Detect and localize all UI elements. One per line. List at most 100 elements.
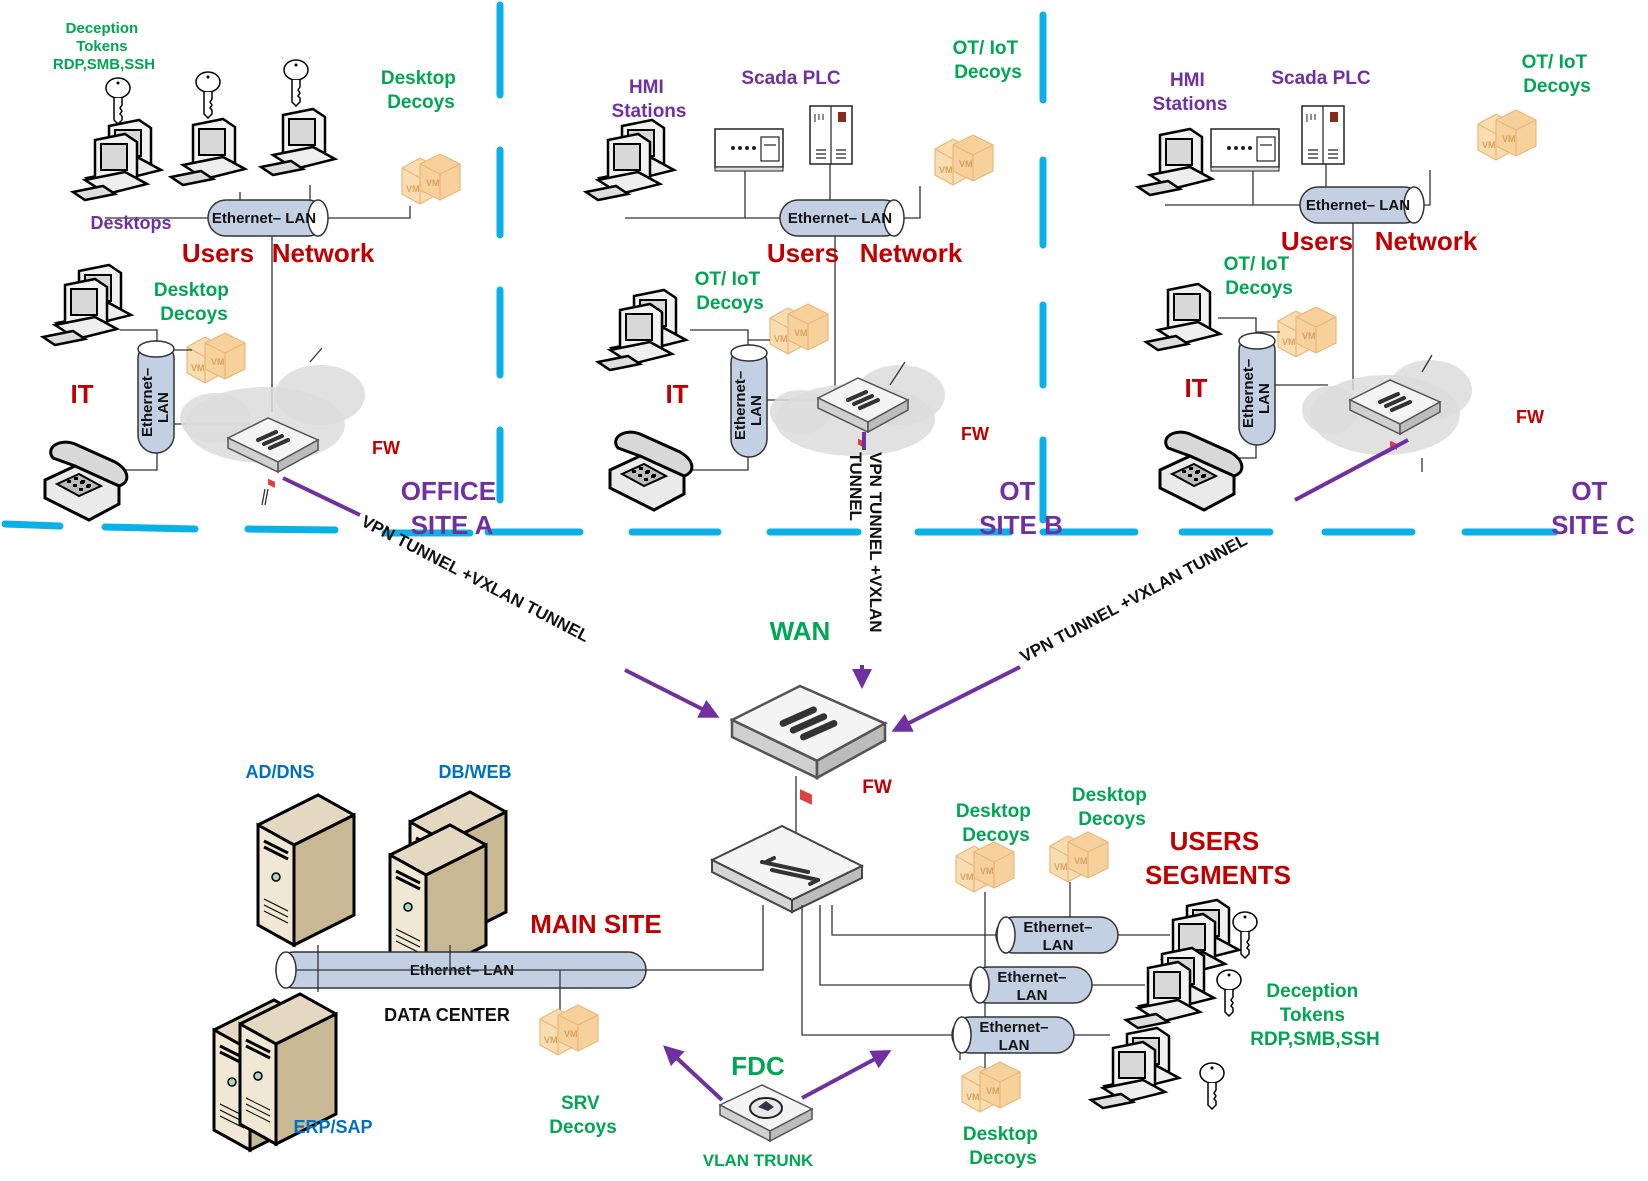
vm-decoy-icon[interactable] — [961, 1061, 1021, 1113]
core-switch-icon[interactable] — [710, 824, 864, 914]
tunnel-b-label: VPN TUNNEL +VXLAN TUNNEL — [846, 452, 885, 637]
phone-icon[interactable] — [608, 430, 694, 512]
vm-decoy-icon[interactable] — [1477, 109, 1537, 161]
users-segments-title: USERS SEGMENTS — [1145, 826, 1291, 890]
desktops-label: Desktops — [90, 213, 171, 233]
tunnel-c-label: VPN TUNNEL +VXLAN TUNNEL — [1017, 530, 1250, 666]
phone-icon[interactable] — [43, 440, 129, 522]
site-a-name: OFFICE SITE A — [401, 476, 504, 540]
site-c-ot-decoys-it: OT/ IoT Decoys — [1224, 254, 1295, 299]
main-fw-label: FW — [862, 777, 892, 798]
ot-site-b: HMI Stations Scada PLC OT/ IoT Decoys Et… — [586, 38, 1063, 540]
tunnel-a-line — [282, 476, 361, 517]
hmi-station-icon[interactable] — [586, 120, 674, 200]
tunnel-c-line — [1294, 438, 1409, 502]
data-center-label: DATA CENTER — [384, 1005, 510, 1025]
fdc-appliance-icon[interactable] — [719, 1084, 813, 1142]
fdc-label: FDC — [731, 1051, 785, 1081]
ad-dns-label: AD/DNS — [245, 762, 314, 782]
ethernet-lan-vertical-pipe: Ethernet– LAN — [137, 340, 175, 454]
desktop-pc-icon[interactable] — [73, 120, 161, 200]
main-tokens-label: Deception Tokens RDP,SMB,SSH — [1250, 981, 1380, 1050]
desktop-pc-icon[interactable] — [259, 107, 337, 177]
user-desktop-icon[interactable] — [1091, 1028, 1179, 1108]
key-icon — [1216, 969, 1242, 1017]
scada-label: Scada PLC — [741, 68, 841, 89]
lan-label: Ethernet– LAN — [788, 210, 892, 227]
segment-lan-pipe-1: Ethernet– LAN — [995, 916, 1119, 954]
desktop-pc-icon[interactable] — [169, 117, 247, 187]
vm-decoy-icon[interactable] — [186, 332, 246, 384]
plc-rack-icon[interactable] — [1301, 105, 1345, 165]
it-desktop-icon[interactable] — [43, 265, 131, 345]
fdc-arrow-left — [663, 1045, 724, 1102]
site-a-desktop-decoys-it: Desktop Decoys — [154, 280, 234, 325]
main-site-title: MAIN SITE — [530, 909, 661, 939]
hmi-station-icon[interactable] — [1136, 127, 1214, 197]
site-a-tokens-label: Deception Tokens RDP,SMB,SSH — [53, 20, 155, 73]
site-b-name: OT SITE B — [979, 476, 1063, 540]
site-a-desktop-decoys-top: Desktop Decoys — [381, 68, 461, 113]
plc-device-icon[interactable] — [714, 128, 784, 172]
segment-lan-label: Ethernet– LAN — [1023, 919, 1096, 954]
ethernet-lan-vertical-pipe: Ethernet– LAN — [1238, 332, 1276, 446]
desktop-decoys-3: Desktop Decoys — [963, 1124, 1043, 1169]
tunnel-c-arrow — [891, 665, 1021, 732]
network-label: Network — [1375, 226, 1478, 256]
users-label: Users — [182, 238, 254, 268]
srv-vm-decoy-icon[interactable] — [539, 1004, 599, 1056]
db-web-label: DB/WEB — [439, 762, 512, 782]
office-site-a: Deception Tokens RDP,SMB,SSH Desktop Dec… — [43, 20, 504, 540]
desktop-decoys-2: Desktop Decoys — [1072, 785, 1152, 830]
vlan-trunk-label: VLAN TRUNK — [703, 1151, 814, 1170]
users-label: Users — [1281, 226, 1353, 256]
network-label: Network — [860, 238, 963, 268]
it-desktop-icon[interactable] — [598, 290, 686, 370]
plc-device-icon[interactable] — [1210, 128, 1280, 172]
key-icon — [105, 77, 131, 125]
segment-lan-pipe-2: Ethernet– LAN — [969, 966, 1093, 1004]
it-desktop-icon[interactable] — [1144, 282, 1222, 352]
it-label: IT — [1184, 373, 1207, 403]
vm-decoy-icon[interactable] — [1277, 306, 1337, 358]
fw-label: FW — [372, 438, 400, 458]
vm-decoy-icon[interactable] — [934, 134, 994, 186]
ad-dns-server-icon[interactable] — [256, 793, 356, 947]
ethernet-lan-pipe: Ethernet– LAN — [1299, 186, 1425, 224]
vm-decoy-icon[interactable] — [955, 841, 1015, 893]
segment-lan-pipe-3: Ethernet– LAN — [951, 1016, 1075, 1054]
segment-lan-label: Ethernet– LAN — [979, 1019, 1052, 1054]
site-c-ot-decoys-top: OT/ IoT Decoys — [1522, 52, 1593, 97]
site-c-name: OT SITE C — [1551, 476, 1635, 540]
it-lan-label: Ethernet– LAN — [732, 367, 765, 440]
wan-label: WAN — [770, 616, 831, 646]
tunnel-a-arrow — [624, 668, 720, 718]
user-desktop-icon[interactable] — [1126, 948, 1214, 1028]
network-label: Network — [272, 238, 375, 268]
ethernet-lan-pipe: Ethernet– LAN — [779, 199, 905, 237]
segment-lan-label: Ethernet– LAN — [997, 969, 1070, 1004]
vm-decoy-icon[interactable] — [401, 153, 461, 205]
ot-site-c: HMI Stations Scada PLC OT/ IoT Decoys Et… — [1136, 52, 1635, 540]
key-icon — [283, 59, 309, 107]
fw-label: FW — [1516, 407, 1544, 427]
hmi-label: HMI Stations — [1153, 70, 1228, 115]
phone-icon[interactable] — [1158, 430, 1244, 512]
site-b-ot-decoys-it: OT/ IoT Decoys — [695, 269, 766, 314]
site-dividers — [1, 1, 1559, 537]
site-b-ot-decoys-top: OT/ IoT Decoys — [953, 38, 1024, 83]
ethernet-lan-pipe: Ethernet– LAN — [207, 199, 329, 237]
it-lan-label: Ethernet– LAN — [139, 364, 172, 437]
key-icon — [1199, 1062, 1225, 1110]
fw-label: FW — [961, 424, 989, 444]
it-label: IT — [70, 379, 93, 409]
plc-rack-icon[interactable] — [809, 105, 853, 165]
vm-decoy-icon[interactable] — [769, 303, 829, 355]
desktop-decoys-1: Desktop Decoys — [956, 801, 1036, 846]
vm-decoy-icon[interactable] — [1049, 831, 1109, 883]
lan-label: Ethernet– LAN — [1306, 197, 1410, 214]
lan-label: Ethernet– LAN — [212, 210, 316, 227]
key-icon — [195, 71, 221, 119]
fdc-arrow-right — [801, 1050, 892, 1100]
